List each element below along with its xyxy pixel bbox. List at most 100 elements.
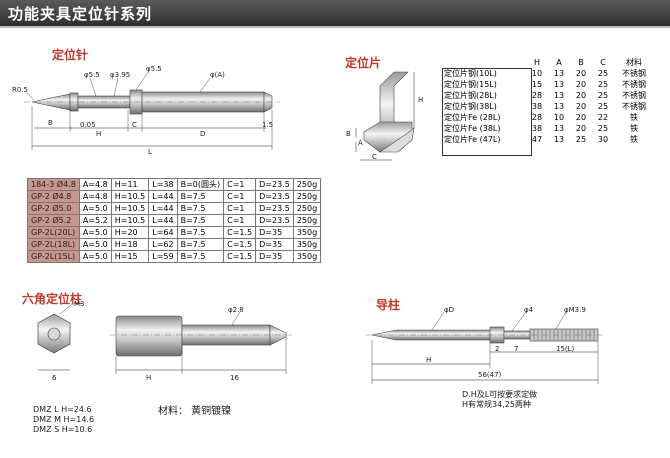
plate-table-frame <box>442 68 532 156</box>
table-cell: 25 <box>575 135 587 144</box>
pin-spec-table: 184-3 Ø4.8 A=4.8 H=11 L=38 B=0(圆头) C=1 D… <box>27 178 322 263</box>
table-cell: 定位片Fe (28L) <box>444 113 501 122</box>
table-cell: 22 <box>597 113 609 122</box>
table-header-row: H A B C 材料 <box>442 57 654 68</box>
table-cell: 38 <box>531 124 543 133</box>
table-row: 184-3 Ø4.8 A=4.8 H=11 L=38 B=0(圆头) C=1 D… <box>27 178 322 191</box>
table-cell: 20 <box>575 80 587 89</box>
table-cell: 定位片Fe (47L) <box>444 135 501 144</box>
table-cell: H=15 <box>110 250 150 263</box>
table-cell: 47 <box>531 135 543 144</box>
locating-plate-title: 定位片 <box>345 56 382 70</box>
table-cell: 184-3 Ø4.8 <box>27 178 80 191</box>
table-cell: B=7.5 <box>176 202 225 215</box>
table-cell: 不锈钢 <box>622 80 646 89</box>
pin-dim-l: L <box>148 148 152 156</box>
table-cell: 28 <box>531 113 543 122</box>
table-cell: 25 <box>597 91 609 100</box>
locating-pin-drawing <box>24 71 280 150</box>
guide-dim-total: 56(47) <box>478 371 502 379</box>
table-cell: L=44 <box>148 202 178 215</box>
guide-dim-15: 15(L) <box>556 345 575 353</box>
pin-dim-d3: φ5.5 <box>146 65 162 73</box>
table-cell: 10 <box>553 113 565 122</box>
table-cell: GP-2L(20L) <box>27 226 80 239</box>
guide-dim-d: φD <box>444 306 455 314</box>
table-cell: 250g <box>292 178 322 191</box>
table-cell: D=23.5 <box>255 190 294 203</box>
table-cell: L=44 <box>148 214 178 227</box>
table-row: GP-2L(20L) A=5.0 H=20 L=64 B=7.5 C=1.5 D… <box>27 226 322 239</box>
table-cell: D=23.5 <box>255 202 294 215</box>
table-cell: 13 <box>553 135 565 144</box>
table-cell: L=38 <box>148 178 178 191</box>
plate-dim-b: B <box>346 130 351 138</box>
table-header: C <box>600 58 606 67</box>
pin-dim-t1: 0.05 <box>80 121 96 129</box>
table-cell: A=5.0 <box>78 202 112 215</box>
table-cell: 13 <box>553 69 565 78</box>
table-cell: C=1.5 <box>223 250 257 263</box>
pin-dim-b: B <box>48 119 53 127</box>
hex-note-m: DMZ M H=14.6 <box>33 415 95 424</box>
table-row: 定位片Fe (47L) 47 13 25 30 铁 <box>442 134 654 145</box>
table-cell: D=35 <box>255 226 294 239</box>
table-cell: 250g <box>292 190 322 203</box>
table-cell: 250g <box>292 202 322 215</box>
table-cell: 铁 <box>630 113 638 122</box>
table-cell: GP-2L(18L) <box>27 238 80 251</box>
table-row: 定位片钢(10L) 10 13 20 25 不锈钢 <box>442 68 654 79</box>
pin-dim-d2: φ3.95 <box>110 71 131 79</box>
table-cell: GP-2 Ø5.0 <box>27 202 80 215</box>
table-cell: D=35 <box>255 238 294 251</box>
pin-dim-t2: 1.5 <box>262 121 274 129</box>
hex-dim-len: 16 <box>230 374 239 382</box>
table-row: 定位片钢(28L) 28 13 20 25 不锈钢 <box>442 90 654 101</box>
table-header: A <box>556 58 562 67</box>
table-cell: B=7.5 <box>176 214 225 227</box>
table-cell: 38 <box>531 102 543 111</box>
pin-dim-d: D <box>200 130 206 138</box>
table-cell: D=23.5 <box>255 178 294 191</box>
table-cell: 350g <box>292 226 322 239</box>
table-cell: 定位片钢(10L) <box>444 69 497 78</box>
table-cell: A=5.0 <box>78 238 112 251</box>
table-cell: 15 <box>531 80 543 89</box>
table-cell: B=7.5 <box>176 226 225 239</box>
pin-dim-r: R0.5 <box>12 86 28 94</box>
hex-pin-title: 六角定位柱 <box>22 292 83 306</box>
table-cell: GP-2L(15L) <box>27 250 80 263</box>
table-cell: C=1 <box>223 178 257 191</box>
table-cell: 铁 <box>630 135 638 144</box>
table-row: GP-2L(18L) A=5.0 H=18 L=62 B=7.5 C=1.5 D… <box>27 238 322 251</box>
pin-dim-a: φ(A) <box>210 71 225 79</box>
guide-note-1: D.H及L可按要求定做 <box>462 390 538 399</box>
table-cell: 250g <box>292 214 322 227</box>
table-cell: 25 <box>597 102 609 111</box>
table-cell: 13 <box>553 80 565 89</box>
table-row: GP-2 Ø5.2 A=5.2 H=10.5 L=44 B=7.5 C=1 D=… <box>27 214 322 227</box>
table-header: B <box>578 58 584 67</box>
table-cell: 20 <box>575 69 587 78</box>
hex-dim-w: 6 <box>52 374 57 382</box>
plate-dim-h: H <box>418 96 424 104</box>
table-cell: 定位片钢(28L) <box>444 91 497 100</box>
hex-pin-drawing <box>37 303 294 374</box>
table-cell: 25 <box>597 124 609 133</box>
table-cell: H=18 <box>110 238 150 251</box>
table-cell: C=1.5 <box>223 238 257 251</box>
table-cell: L=44 <box>148 190 178 203</box>
table-cell: D=23.5 <box>255 214 294 227</box>
guide-post-title: 导柱 <box>376 298 401 312</box>
table-cell: GP-2 Ø5.2 <box>27 214 80 227</box>
table-cell: A=5.0 <box>78 226 112 239</box>
table-cell: D=35 <box>255 250 294 263</box>
table-cell: 铁 <box>630 124 638 133</box>
table-cell: C=1 <box>223 202 257 215</box>
table-cell: H=10.5 <box>110 214 150 227</box>
table-cell: 30 <box>597 135 609 144</box>
table-cell: 定位片钢(38L) <box>444 102 497 111</box>
table-cell: L=62 <box>148 238 178 251</box>
hex-note-s: DMZ S H=10.6 <box>33 425 93 434</box>
table-cell: 20 <box>575 102 587 111</box>
